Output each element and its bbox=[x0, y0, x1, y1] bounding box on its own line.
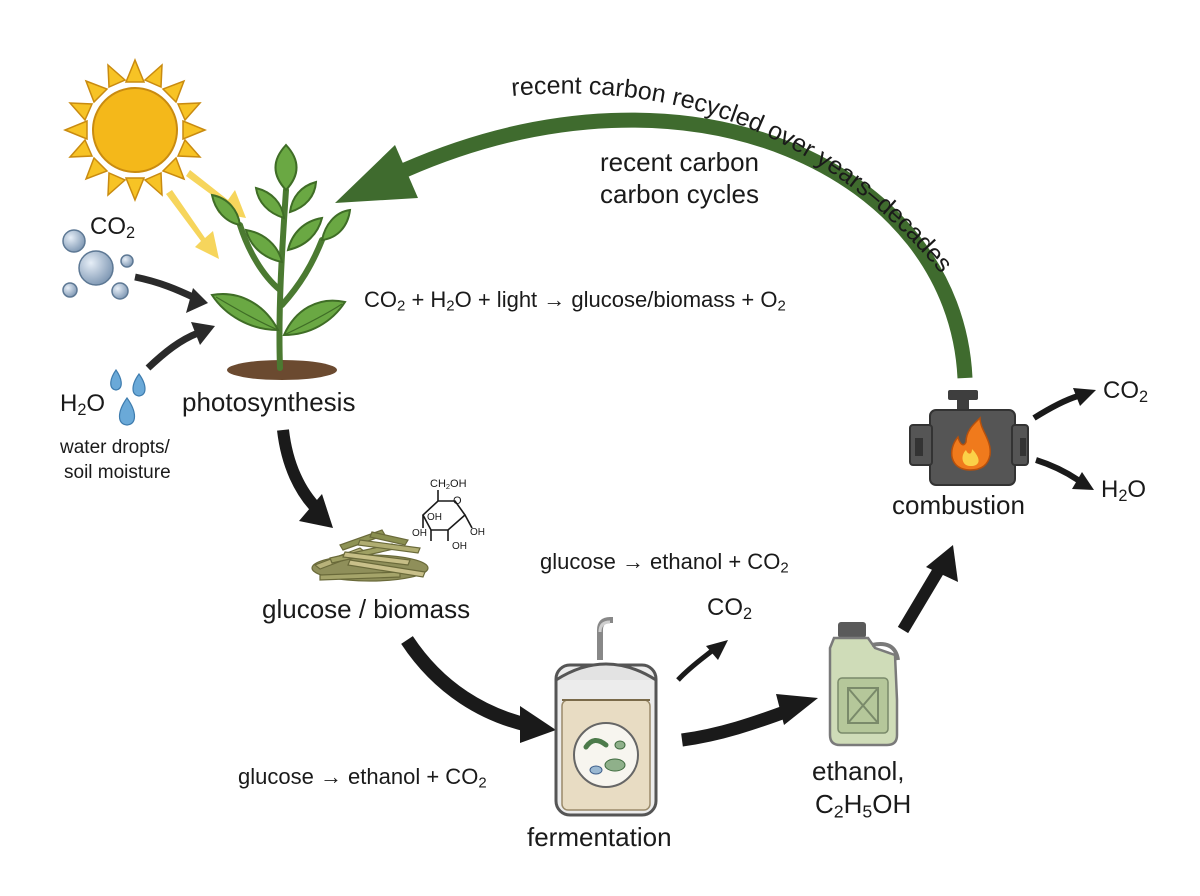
ethanol-jug-icon bbox=[828, 622, 900, 747]
eq-a-sub: 2 bbox=[397, 297, 406, 315]
ferm-eq-top-sub: 2 bbox=[780, 559, 789, 577]
mol-top-sub: 2 bbox=[445, 481, 451, 491]
eth-a: C bbox=[815, 789, 834, 819]
water-drops-icon bbox=[110, 368, 146, 426]
combustion-label: combustion bbox=[892, 490, 1025, 520]
fermentation-equation-top: glucose → ethanol + CO2 bbox=[540, 549, 789, 577]
mol-top: CH bbox=[430, 478, 446, 490]
h2o-sub: 2 bbox=[77, 401, 87, 420]
ferm-eq-bottom-sub: 2 bbox=[478, 774, 487, 792]
fermentation-co2-output: CO2 bbox=[707, 594, 752, 622]
water-label-2: soil moisture bbox=[64, 462, 171, 483]
combustion-h2o-output: H2O bbox=[1101, 476, 1146, 504]
cycle-inner-label-1: recent carbon bbox=[600, 147, 759, 177]
molecule-oh-4: OH bbox=[470, 527, 485, 538]
photosynthesis-label: photosynthesis bbox=[182, 387, 356, 417]
molecule-oh-1: OH bbox=[412, 528, 427, 539]
h2o-post: O bbox=[86, 390, 106, 417]
glucose-molecule-icon bbox=[422, 490, 473, 541]
ferm-co2-sub: 2 bbox=[743, 605, 753, 624]
cycle-arrow bbox=[335, 112, 973, 379]
engine-icon bbox=[909, 390, 1029, 486]
fermentation-equation-bottom: glucose → ethanol + CO2 bbox=[238, 764, 487, 792]
flame-icon bbox=[950, 416, 991, 471]
eq-c-sub: 2 bbox=[777, 297, 786, 315]
eq-b: + H bbox=[405, 287, 447, 312]
comb-co2-main: CO bbox=[1103, 377, 1139, 404]
eq-c: O + light → glucose/biomass + O bbox=[454, 287, 778, 312]
ethanol-label: ethanol, bbox=[812, 756, 905, 786]
flow-arrows bbox=[277, 388, 1096, 747]
molecule-oh-2: OH bbox=[427, 512, 442, 523]
h2o-pre: H bbox=[60, 390, 78, 417]
molecule-ch2oh: CH2OH bbox=[430, 478, 467, 491]
water-label-1: water dropts/ bbox=[60, 437, 170, 458]
eth-b-sub: 5 bbox=[862, 801, 873, 822]
biomass-pile-icon bbox=[311, 529, 429, 582]
molecule-oh-3: OH bbox=[452, 541, 467, 552]
ferm-eq-bottom-text: glucose → ethanol + CO bbox=[238, 764, 479, 789]
eth-a-sub: 2 bbox=[833, 801, 844, 822]
eq-b-sub: 2 bbox=[446, 297, 455, 315]
plant-icon bbox=[210, 143, 352, 380]
eth-c: OH bbox=[872, 789, 912, 819]
mol-top-post: OH bbox=[450, 478, 467, 490]
comb-h2o-sub: 2 bbox=[1118, 487, 1128, 506]
ferm-co2-main: CO bbox=[707, 594, 743, 621]
ferm-eq-top-text: glucose → ethanol + CO bbox=[540, 549, 781, 574]
input-arrows bbox=[134, 273, 215, 371]
co2-bubbles-icon bbox=[62, 229, 134, 300]
comb-h2o-pre: H bbox=[1101, 476, 1119, 503]
sun-icon bbox=[63, 58, 207, 202]
eth-b: H bbox=[843, 789, 863, 819]
fermentation-label: fermentation bbox=[527, 822, 672, 852]
co2-input-label: CO2 bbox=[90, 213, 135, 241]
photosynthesis-equation: CO2 + H2O + light → glucose/biomass + O2 bbox=[364, 287, 786, 315]
cycle-inner-label-2: carbon cycles bbox=[600, 179, 759, 209]
comb-co2-sub: 2 bbox=[1139, 388, 1149, 407]
combustion-co2-output: CO2 bbox=[1103, 377, 1148, 405]
comb-h2o-post: O bbox=[1127, 476, 1147, 503]
eq-a: CO bbox=[364, 287, 397, 312]
co2-main: CO bbox=[90, 213, 126, 240]
fermenter-tank-icon bbox=[554, 617, 658, 817]
co2-sub: 2 bbox=[126, 224, 136, 243]
glucose-biomass-label: glucose / biomass bbox=[262, 594, 471, 624]
molecule-ring-o: O bbox=[453, 495, 462, 507]
ethanol-formula: C2H5OH bbox=[815, 789, 912, 822]
h2o-input-label: H2O bbox=[60, 390, 105, 418]
microbe-icon bbox=[573, 722, 639, 788]
